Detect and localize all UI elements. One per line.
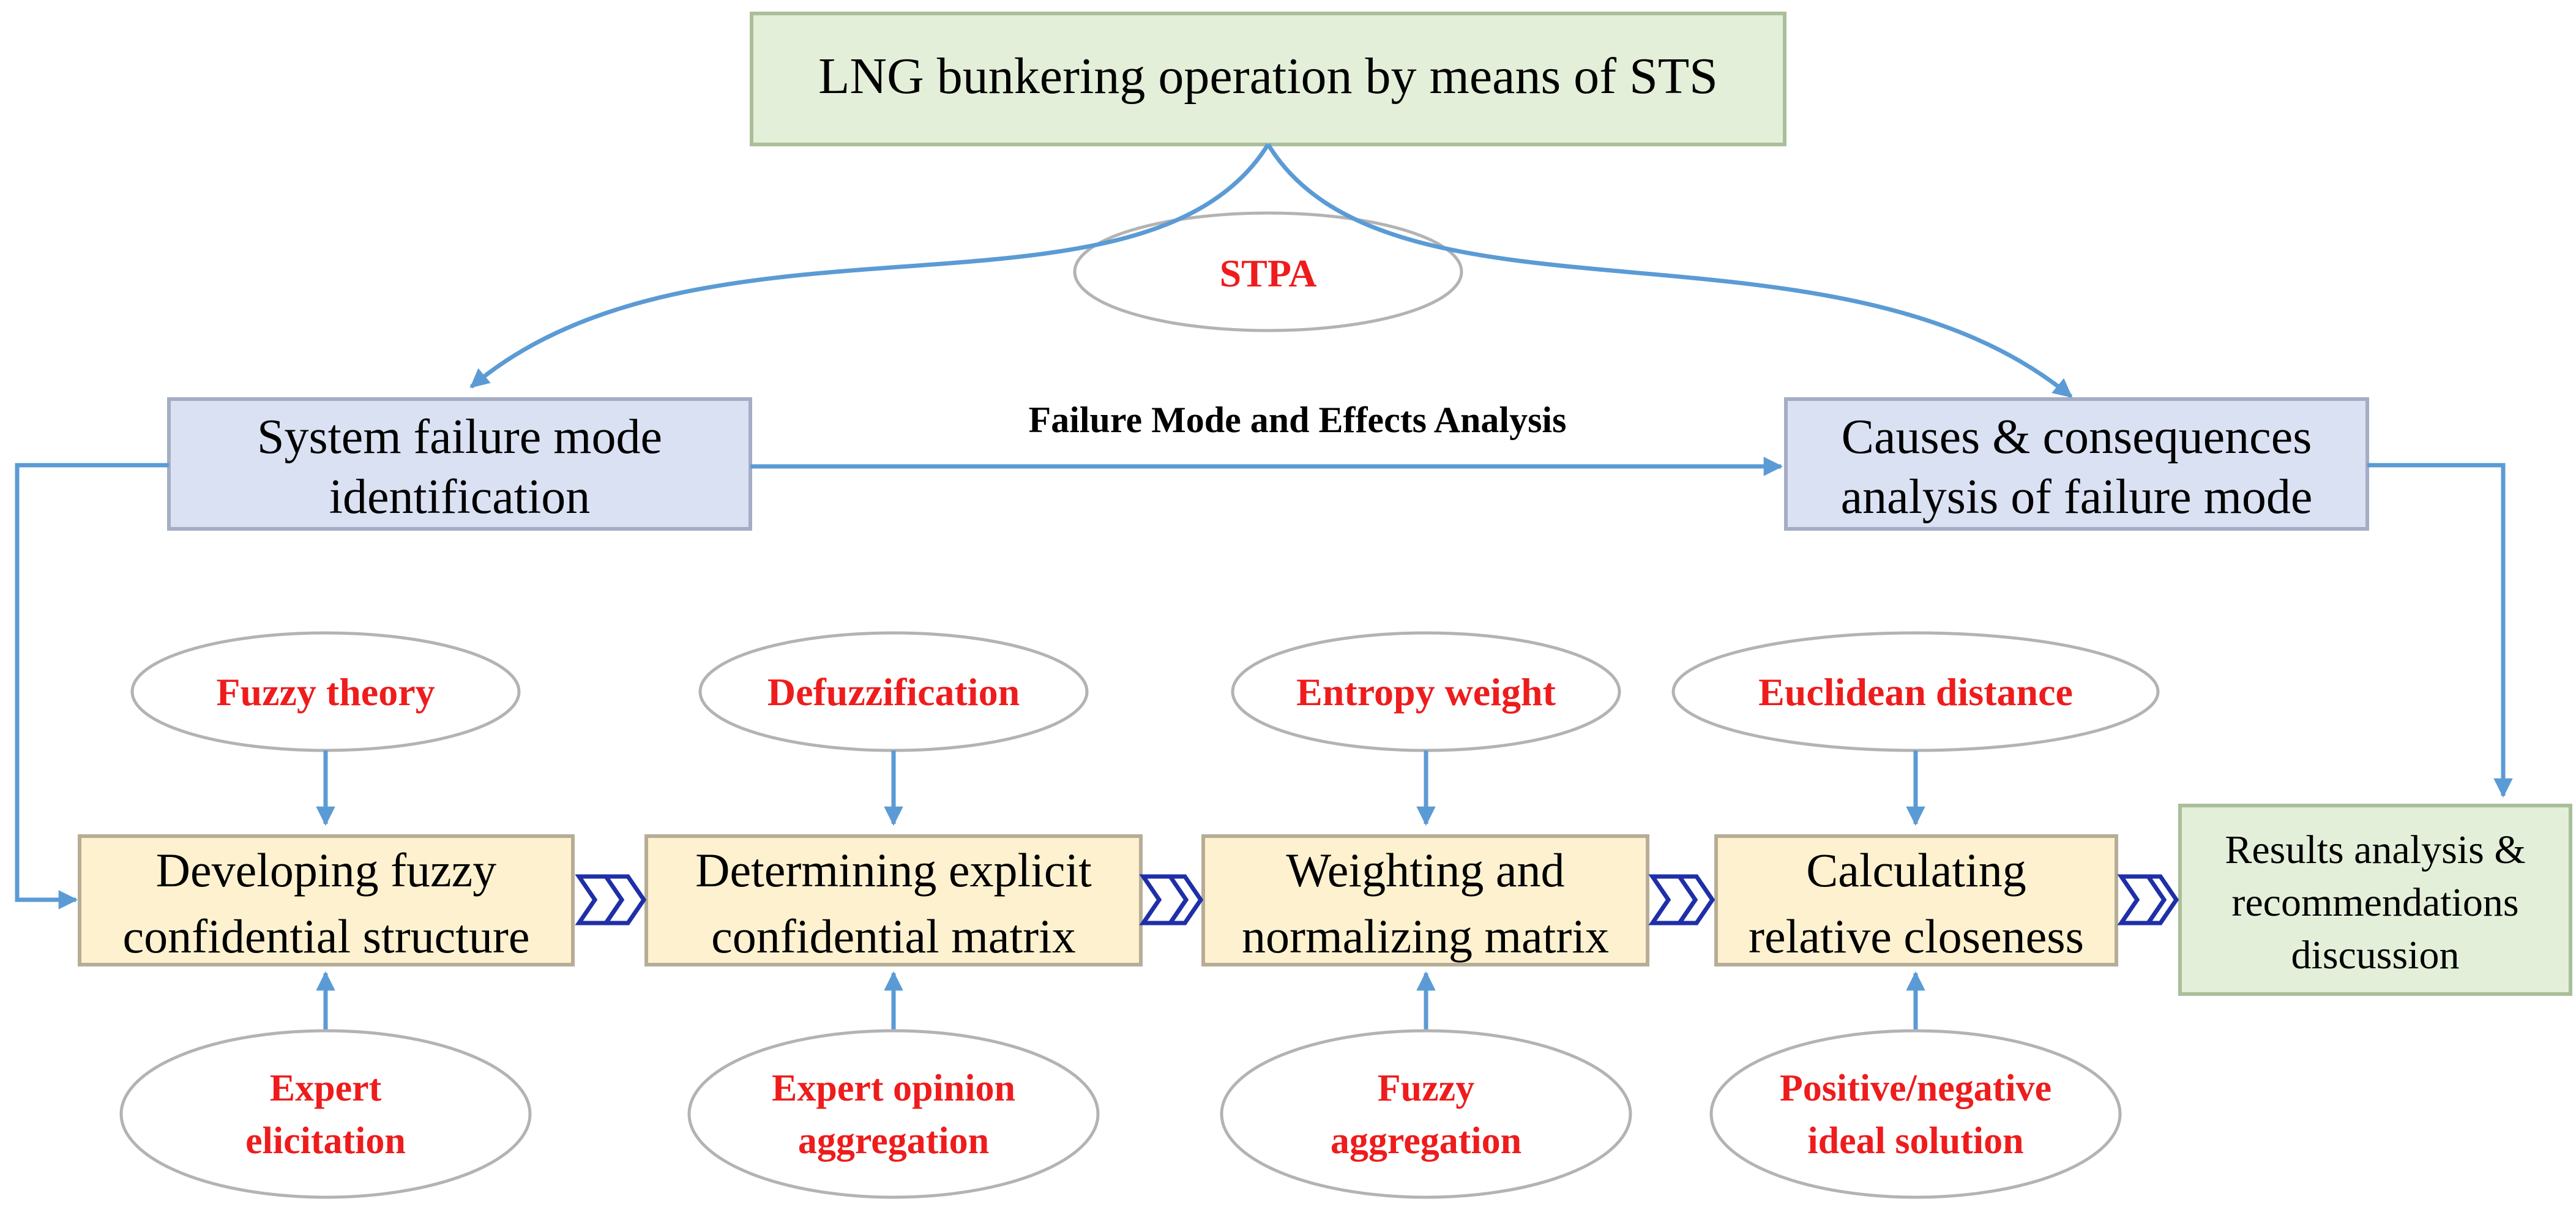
step-2-line-2: confidential matrix: [711, 910, 1076, 963]
chevron-step-2-to-3: [1139, 874, 1204, 925]
stpa-oval: STPA: [1073, 211, 1463, 332]
results-box: Results analysis & recommendations discu…: [2178, 804, 2572, 996]
step-2-bottom-line-2: aggregation: [798, 1120, 989, 1162]
causes-line-2: analysis of failure mode: [1841, 470, 2313, 524]
results-line-3: discussion: [2291, 933, 2459, 978]
step-1-group: Fuzzy theory Developing fuzzy confidenti…: [78, 631, 575, 1199]
step-3-line-2: normalizing matrix: [1242, 910, 1609, 963]
step-2-box: [644, 834, 1143, 966]
step-3-line-1: Weighting and: [1286, 843, 1564, 897]
step-3-group: Entropy weight Weighting and normalizing…: [1201, 631, 1649, 1199]
results-line-1: Results analysis &: [2225, 828, 2525, 872]
step-1-bottom-oval: [119, 1029, 532, 1199]
step-2-group: Defuzzification Determining explicit con…: [644, 631, 1143, 1199]
step-3-box: [1201, 834, 1649, 966]
step-1-line-2: confidential structure: [123, 910, 530, 963]
system-failure-line-2: identification: [329, 470, 591, 524]
arrow-title-to-causes: [1266, 143, 2073, 398]
step-4-line-2: relative closeness: [1749, 910, 2084, 963]
step-4-top-label: Euclidean distance: [1758, 670, 2073, 714]
causes-line-1: Causes & consequences: [1842, 410, 2312, 464]
system-failure-box: System failure mode identification: [167, 397, 752, 531]
system-failure-line-1: System failure mode: [257, 410, 662, 464]
chevron-step-3-to-4: [1648, 874, 1715, 925]
stpa-label: STPA: [1220, 252, 1317, 295]
step-1-bottom-line-1: Expert: [270, 1067, 382, 1109]
step-1-box: [78, 834, 575, 966]
arrow-causes-to-results: [2367, 463, 2513, 798]
arrow-title-to-system-failure: [469, 143, 1270, 389]
title-box: LNG bunkering operation by means of STS: [750, 12, 1786, 146]
step-3-bottom-oval: [1220, 1029, 1632, 1199]
chevron-step-1-to-2: [575, 874, 647, 925]
fmea-label: Failure Mode and Effects Analysis: [1029, 400, 1567, 440]
chevron-step-4-to-results: [2117, 874, 2179, 925]
step-2-bottom-oval: [687, 1029, 1100, 1199]
step-3-bottom-line-2: aggregation: [1331, 1120, 1521, 1162]
results-line-2: recommendations: [2231, 880, 2518, 925]
step-1-line-1: Developing fuzzy: [156, 843, 497, 897]
step-3-bottom-line-1: Fuzzy: [1378, 1067, 1474, 1109]
step-4-box: [1714, 834, 2118, 966]
step-1-bottom-line-2: elicitation: [245, 1120, 406, 1162]
step-1-top-label: Fuzzy theory: [216, 670, 435, 714]
step-4-line-1: Calculating: [1806, 843, 2026, 897]
step-4-bottom-line-2: ideal solution: [1807, 1120, 2023, 1162]
step-2-top-label: Defuzzification: [767, 670, 1020, 714]
step-2-line-1: Determining explicit: [695, 843, 1092, 897]
step-3-top-label: Entropy weight: [1296, 670, 1556, 714]
causes-box: Causes & consequences analysis of failur…: [1784, 397, 2369, 531]
step-2-bottom-line-1: Expert opinion: [772, 1067, 1015, 1109]
title-text: LNG bunkering operation by means of STS: [818, 48, 1718, 105]
arrow-system-failure-to-step-1: [15, 463, 169, 910]
step-4-bottom-oval: [1709, 1029, 2122, 1199]
step-4-bottom-line-1: Positive/negative: [1780, 1067, 2051, 1109]
step-4-group: Euclidean distance Calculating relative …: [1671, 631, 2160, 1199]
